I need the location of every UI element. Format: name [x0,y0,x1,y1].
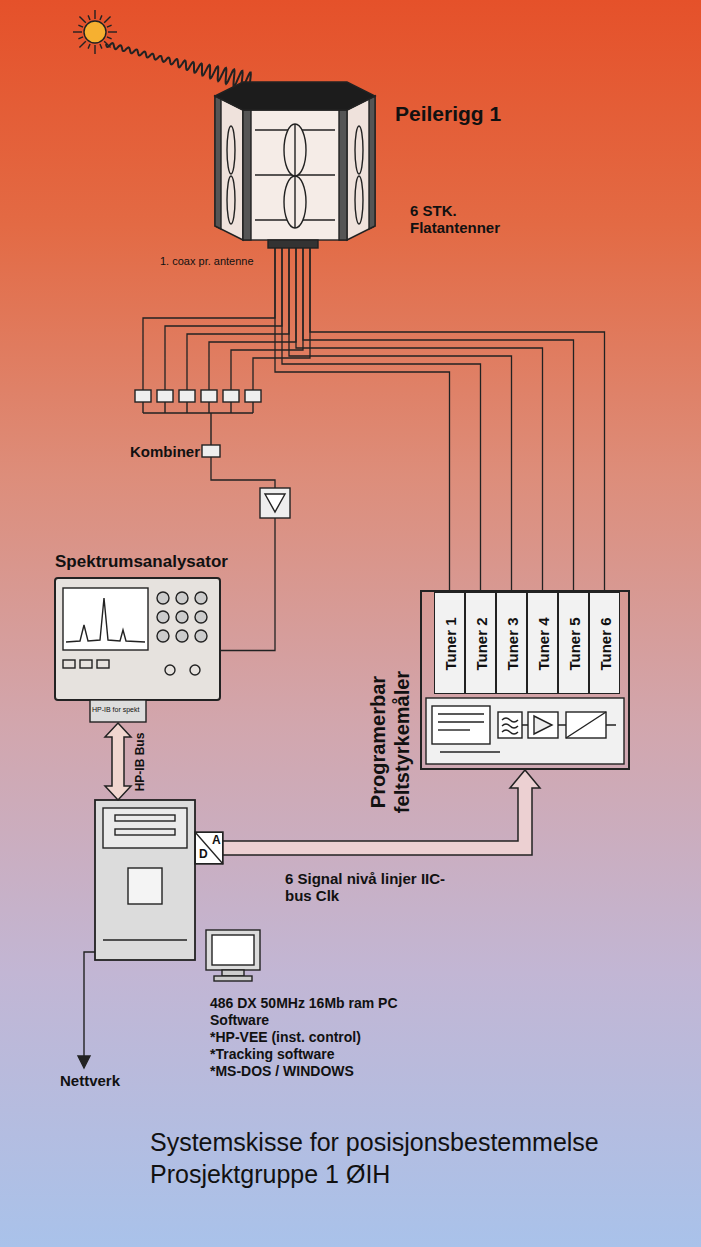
cable [296,248,543,592]
cable [303,248,574,592]
node-text: A [212,834,221,848]
pc-tower [95,800,223,960]
sun-ray [100,15,102,20]
sun-rays [73,10,117,54]
connector [303,248,574,592]
amplifier-symbol [260,488,290,518]
node-text: Tuner 1 [442,593,460,695]
pc: 486 DX 50MHz 16Mb ram PCSoftware*HP-VEE … [95,800,195,960]
node-text: Programerbar feltstyrkemåler [366,657,414,827]
spectrum-analyzer: SpektrumsanalysatorHP-IB for spekt [55,578,220,723]
connector [282,248,481,592]
connector [310,248,605,592]
sun-ray [108,31,117,32]
sun-ray [79,16,85,22]
sun-ray [104,16,110,22]
node-text: Tuner 6 [597,593,615,695]
cable [289,248,512,592]
node-text: Software [210,1012,269,1028]
tuner-box: Tuner 1 [434,592,465,694]
hollow-arrow [105,723,131,800]
edge-label: HP-IB Bus [132,717,148,807]
combiner: Kombiner [130,385,280,457]
sun-ray [107,37,112,39]
connector [105,723,131,800]
cable [275,248,450,592]
edge-label: 6 Signal nivå linjer IIC-bus Clk [285,870,450,905]
sun-ray [73,31,82,32]
sun-ray [78,25,83,27]
antenna-rig: Peilerigg 16 STK. Flatantenner [215,80,375,248]
tuner-box: Tuner 5 [558,592,589,694]
sun-ray [100,44,102,49]
sun-ray [94,10,95,19]
node-text: D [199,848,208,862]
monitor [206,930,260,981]
tuner-box: Tuner 3 [496,592,527,694]
cable [282,248,481,592]
connector [143,248,310,390]
cable [310,248,605,592]
node-text: Tuner 3 [504,593,522,695]
ad-converter: AD [195,832,223,864]
note-label: 1. coax pr. antenne [160,255,254,268]
connector [296,248,543,592]
sun-ray [107,25,112,27]
radio-wave [106,43,251,89]
node-text: Kombiner [130,443,200,460]
note-label: Nettverk [60,1072,120,1089]
node-text: Tuner 5 [566,593,584,695]
tuner-box: Tuner 6 [589,592,620,694]
connector [275,248,450,592]
sun-ray [88,15,90,20]
node-text: *Tracking software [210,1046,335,1062]
connector [289,248,512,592]
spectrum-analyzer [55,578,220,722]
sun-ray [78,37,83,39]
sun-ray [88,44,90,49]
field-strength-meter: Programerbar feltstyrkemålerTuner 1Tuner… [420,590,630,770]
tuner-box: Tuner 2 [465,592,496,694]
node-text: *HP-VEE (inst. control) [210,1029,361,1045]
diagram-caption: Prosjektgruppe 1 ØIH [150,1160,390,1189]
node-text: 486 DX 50MHz 16Mb ram PC [210,995,398,1011]
node-text: 6 STK. Flatantenner [410,202,510,237]
node-text: *MS-DOS / WINDOWS [210,1063,354,1079]
node-text: HP-IB for spekt [92,706,139,714]
antenna-rig [215,82,375,248]
tuner-electronics [426,698,624,764]
sun [84,21,106,43]
node-text: Peilerigg 1 [395,102,501,126]
node-text: Tuner 4 [535,593,553,695]
tuner-box: Tuner 4 [527,592,558,694]
network-arrow [78,952,95,1068]
cable [143,248,310,390]
diagram-title: Systemskisse for posisjonsbestemmelse [150,1128,599,1157]
node-text: Tuner 2 [473,593,491,695]
sun-ray [94,45,95,54]
sun-ray [79,41,85,47]
node-text: Spektrumsanalysator [55,552,228,572]
